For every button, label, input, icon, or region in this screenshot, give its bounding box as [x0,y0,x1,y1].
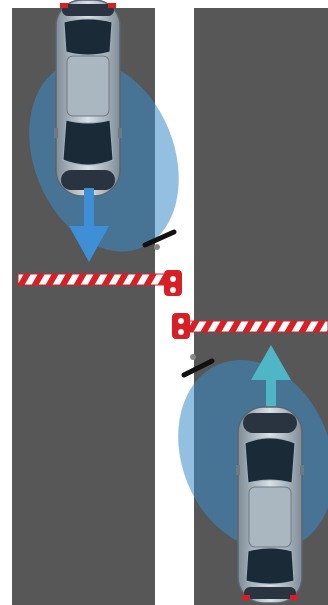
right-barrier [172,313,328,339]
left-barrier [18,270,182,296]
bottom-car [236,407,304,603]
top-car [54,0,122,196]
